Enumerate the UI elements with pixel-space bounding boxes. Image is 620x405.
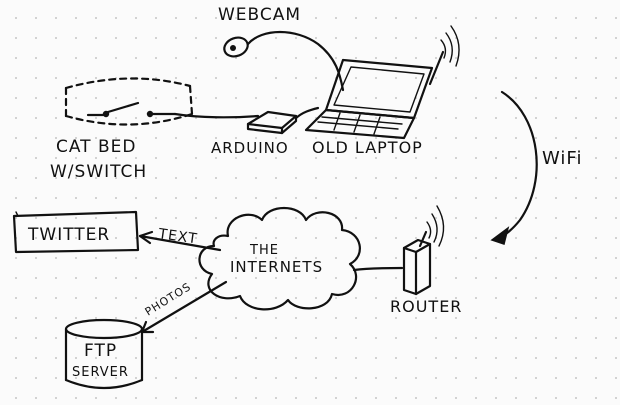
- internets-label-line1: THE: [249, 243, 279, 258]
- cat-bed-icon: [64, 77, 194, 126]
- photos-arrow-label: PHOTOS: [143, 280, 194, 319]
- arduino-laptop-wire: [294, 106, 320, 120]
- internets-label-line2: INTERNETS: [230, 258, 323, 276]
- ftp-label-line1: FTP: [84, 341, 117, 361]
- photos-arrow: [140, 280, 228, 334]
- webcam-label: WEBCAM: [218, 5, 301, 25]
- twitter-label: TWITTER: [27, 225, 110, 245]
- old-laptop-label: OLD LAPTOP: [312, 138, 423, 157]
- twitter-box: [12, 210, 140, 254]
- cat-bed-wire: [173, 112, 260, 119]
- laptop-icon: [304, 25, 460, 140]
- webcam-icon: [223, 30, 345, 92]
- ftp-server-icon: [64, 318, 144, 390]
- cat-bed-label-line1: CAT BED: [56, 137, 136, 157]
- arduino-label: ARDUINO: [211, 139, 289, 157]
- router-icon: [402, 205, 445, 296]
- text-arrow-label: TEXT: [156, 226, 198, 247]
- internet-cloud-icon: [198, 207, 361, 311]
- wifi-link: [490, 90, 538, 245]
- ftp-label-line2: SERVER: [72, 365, 129, 380]
- router-label: ROUTER: [390, 297, 462, 316]
- wifi-arrowhead: [490, 226, 510, 245]
- cat-bed-label-line2: W/SWITCH: [50, 162, 147, 182]
- router-internet-link: [352, 266, 404, 272]
- wifi-label: WiFi: [542, 148, 582, 169]
